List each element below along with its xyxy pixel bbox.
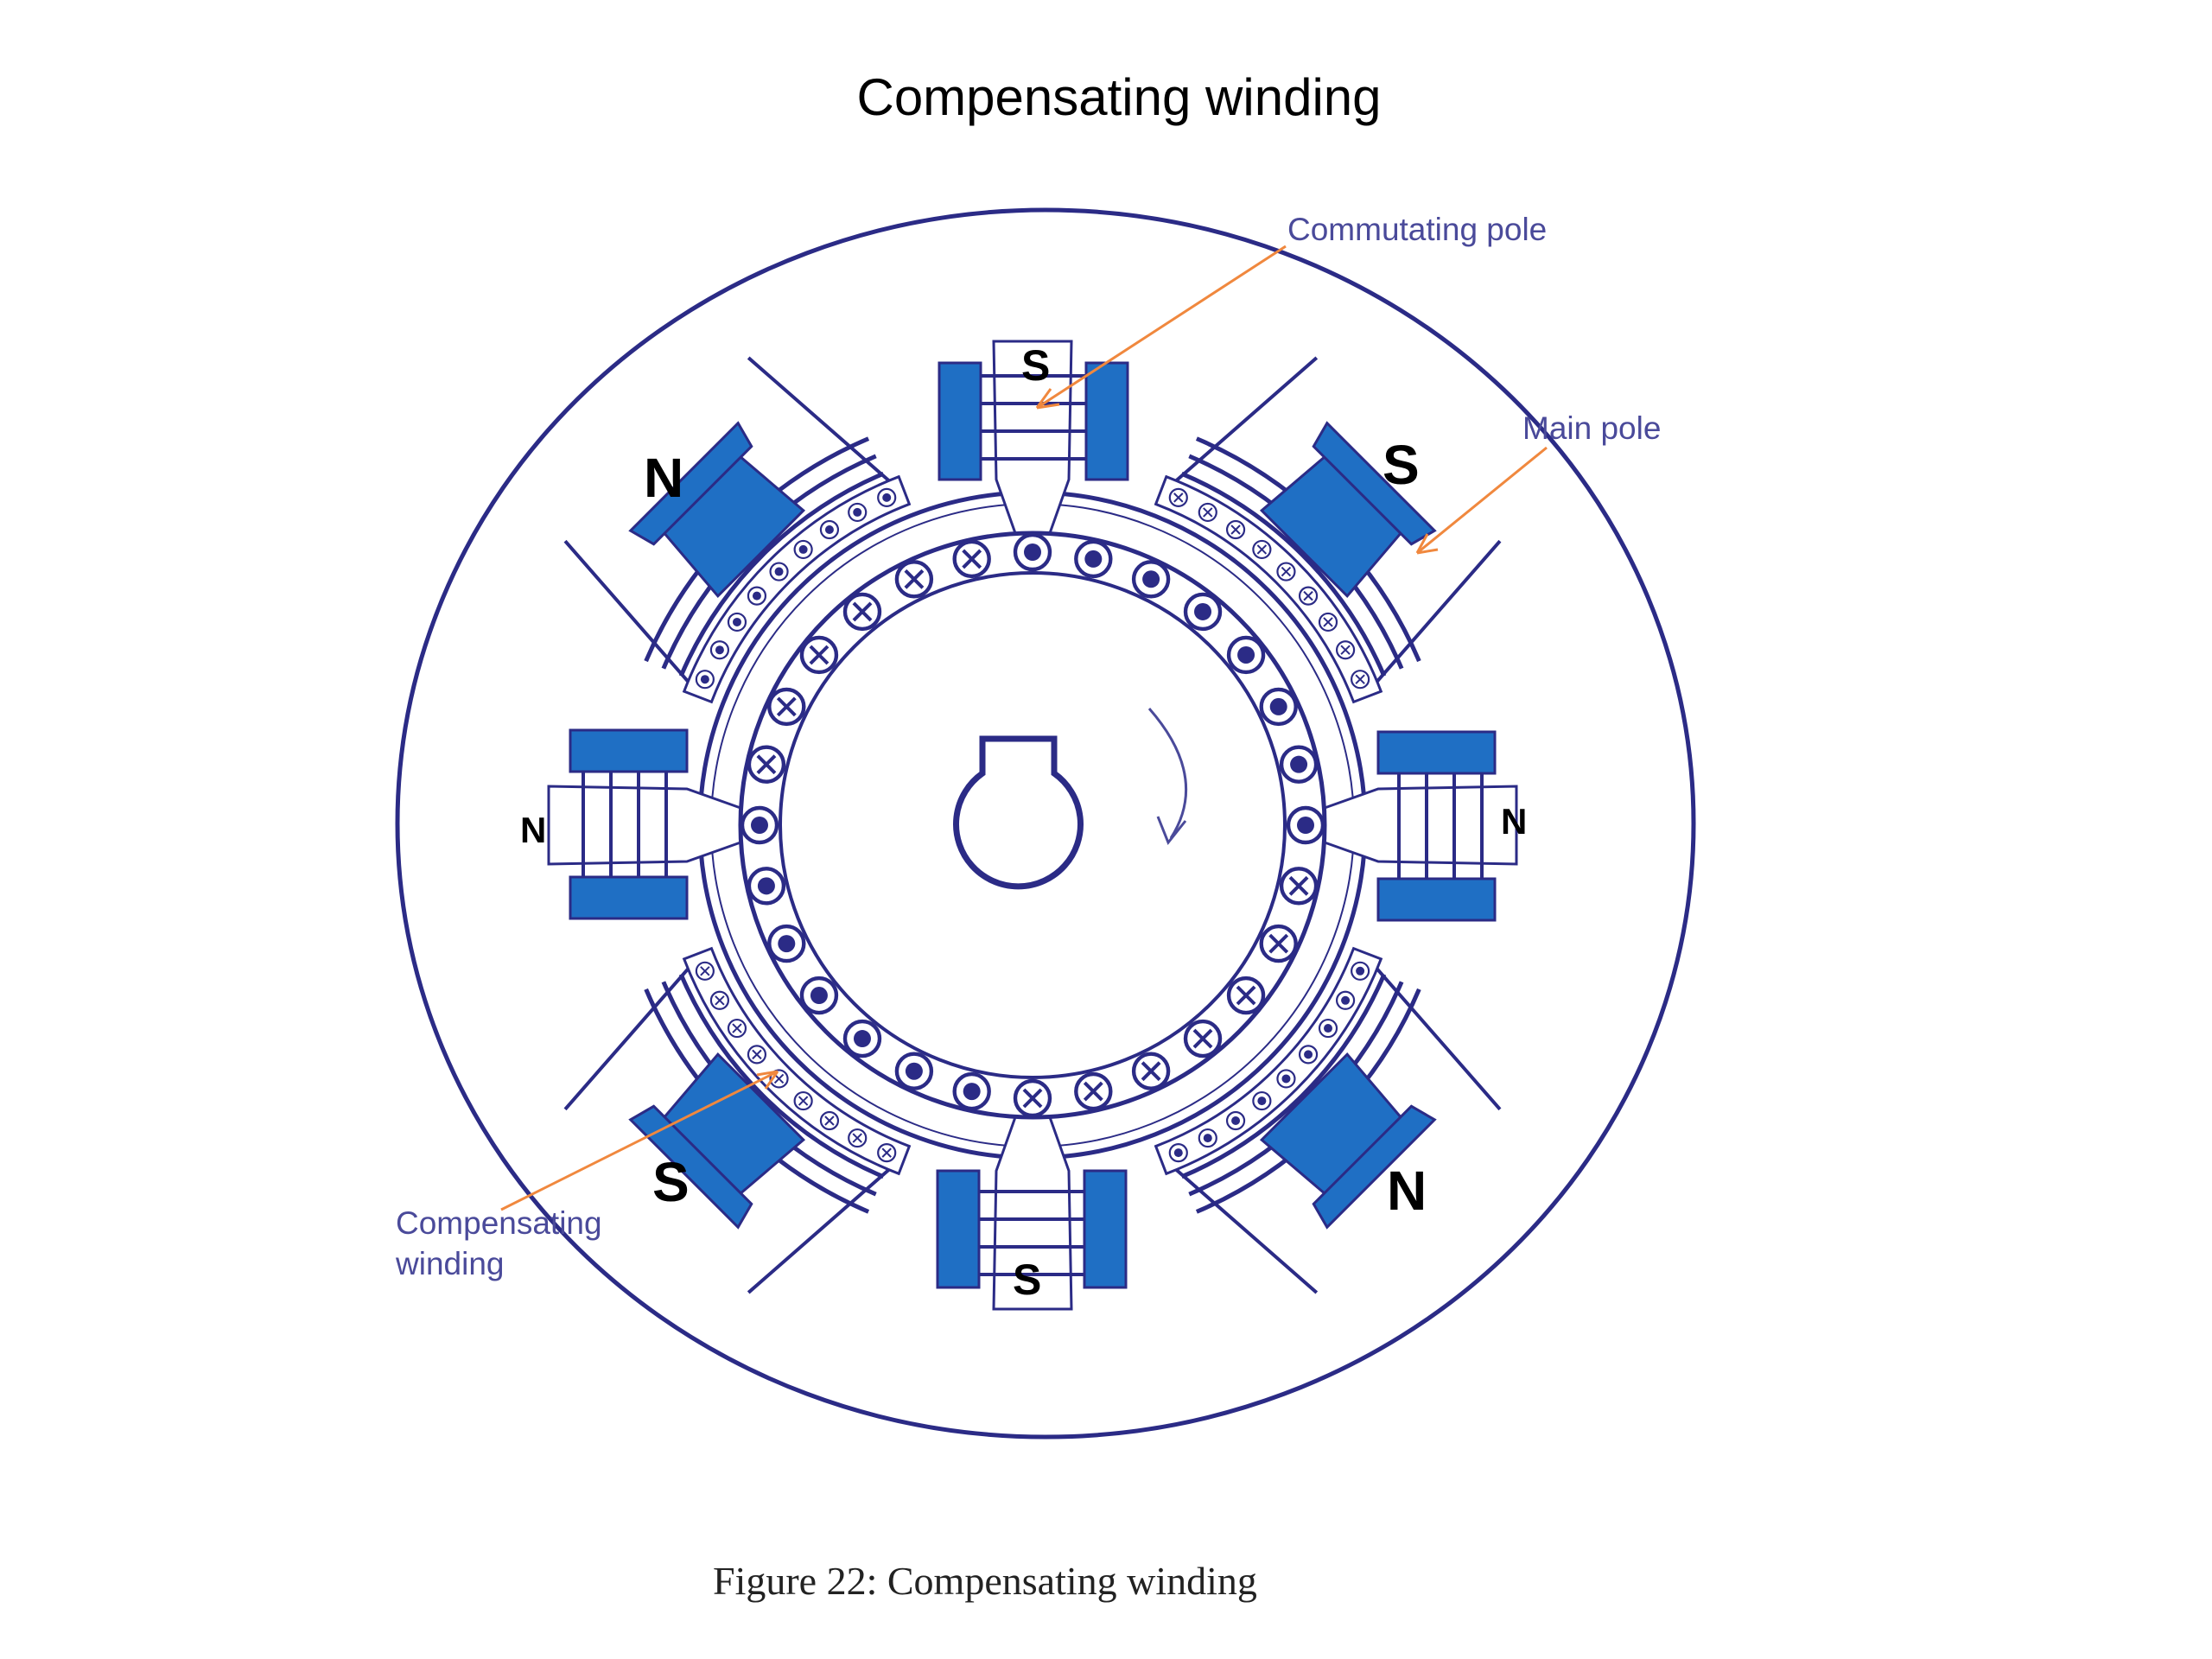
callout-main-pole-leader [1416,446,1548,555]
compensating-conductor [1168,487,1188,507]
armature-conductor [740,805,779,845]
armature-conductor [842,592,882,632]
compensating-conductor [1298,1045,1319,1065]
compensating-conductor [1351,670,1370,690]
compensating-conductor [747,1045,767,1065]
figure-caption: Figure 22: Compensating winding [713,1559,1257,1603]
armature-conductor [1279,745,1319,784]
commutating-pole-bottom [936,1116,1128,1311]
armature-inner-ring [779,571,1287,1079]
armature-conductor [1279,867,1319,906]
compensating-conductor [877,487,897,507]
callout-commutating-pole: Commutating pole [1287,212,1547,247]
armature-conductor [842,1019,882,1058]
compensating-conductor [769,562,789,582]
armature-conductor [894,1052,934,1090]
compensating-conductor [695,961,715,981]
rotation-direction-arrow [1147,708,1187,839]
compensating-conductor [877,1143,897,1163]
compensating-conductor [819,519,840,540]
compensating-conductor [1335,990,1356,1010]
slide-title: Compensating winding [856,68,1382,126]
compensating-conductor-group [682,474,1383,1176]
commutating-pole-right [1323,730,1518,922]
armature-conductor [1074,539,1113,579]
main-pole-letter-lower-right: N [1387,1160,1427,1222]
commutating-pole-top [938,340,1129,535]
armature-conductor [952,539,991,579]
armature-conductor [1226,976,1266,1015]
compensating-conductor [1168,1143,1188,1163]
compensating-conductor [709,640,730,660]
compensating-conductor [1198,502,1217,523]
compensating-conductor [1318,1018,1338,1039]
armature-conductor [1259,924,1298,963]
callout-main-pole-arrowhead-icon [1415,533,1439,555]
compensating-conductor [1276,1069,1296,1089]
commutating-pole-letter-bottom: S [1013,1255,1041,1304]
compensating-conductor [695,670,715,690]
compensating-conductor [1276,562,1296,582]
compensating-conductor [1351,961,1370,981]
compensating-conductor [1225,519,1246,540]
armature-conductor [952,1071,991,1111]
main-pole-letter-upper-left: N [644,447,683,509]
commutating-pole-letter-top: S [1021,341,1050,390]
compensating-conductor [727,1018,747,1039]
callout-commutating-pole-leader [1036,245,1287,410]
compensating-conductor [727,612,747,632]
armature-conductor [1013,532,1052,572]
compensating-conductor [1335,640,1356,660]
callout-commutating-arrowhead-icon [1035,388,1060,410]
main-pole-letter-lower-left: S [652,1151,690,1213]
shaft-with-keyway [953,735,1084,890]
armature-conductor [767,687,806,727]
armature-conductor [1286,805,1325,845]
compensating-conductor [1198,1128,1217,1148]
compensating-conductor [1298,586,1319,606]
compensating-conductor [1318,612,1338,632]
compensating-conductor [819,1110,840,1131]
armature-conductor [1131,1052,1171,1090]
callout-compensating-winding-line1: Compensating [396,1205,602,1241]
compensating-conductor [848,1128,868,1148]
armature-conductor [1183,592,1223,632]
armature-conductor [1074,1071,1113,1111]
compensating-conductor [747,586,767,606]
callout-compensating-winding-line2: winding [395,1246,504,1281]
compensating-conductor [709,990,730,1010]
stator-yoke-outline [395,207,1696,1440]
compensating-conductor [793,1090,813,1111]
armature-conductor [767,924,806,963]
callout-compensating-winding-leader [500,1070,779,1211]
armature-conductor [1259,687,1298,727]
rotation-arrowhead-icon [1156,816,1187,845]
compensating-conductor [793,539,813,560]
pole-group [547,340,1518,1311]
compensating-conductor [1252,1090,1272,1111]
compensating-conductor [848,502,868,523]
callout-main-pole: Main pole [1522,410,1661,446]
armature-conductor [1226,635,1266,675]
compensating-conductor [1225,1110,1246,1131]
armature-conductor [799,635,839,675]
commutating-pole-letter-right: N [1501,801,1527,842]
armature-conductor [747,745,786,784]
armature-conductor [1183,1019,1223,1058]
compensating-conductor [1252,539,1272,560]
commutating-pole-left [547,728,742,920]
callout-compensating-arrowhead-icon [756,1070,779,1090]
armature-conductor [894,560,934,599]
armature-conductor [1131,560,1171,599]
main-pole-letter-upper-right: S [1382,434,1420,496]
armature-conductor-group [740,532,1325,1118]
armature-conductor [747,867,786,906]
armature-conductor [1013,1078,1052,1118]
armature-conductor [799,976,839,1015]
commutating-pole-letter-left: N [520,810,546,850]
